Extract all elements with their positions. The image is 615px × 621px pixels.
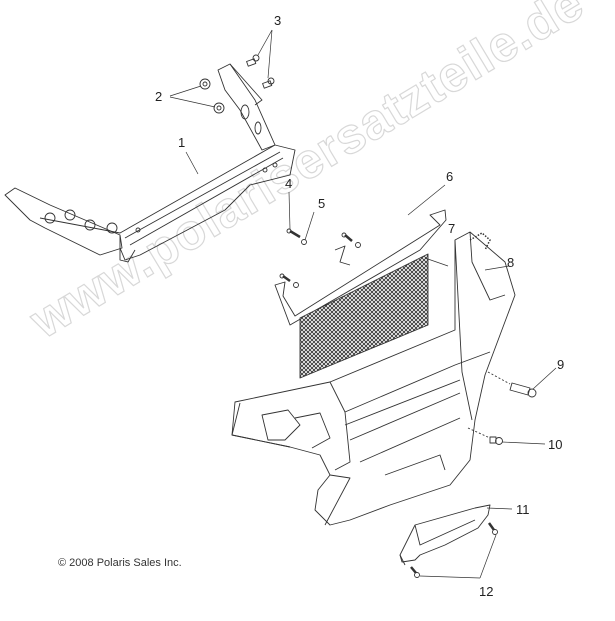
screw-washer-part-4-5 [279,228,361,288]
callout-9: 9 [557,357,565,372]
callout-6: 6 [446,169,454,184]
grille-mounting-bracket-part [274,209,447,326]
callout-10: 10 [548,437,563,452]
callout-1: 1 [178,135,186,150]
callout-7: 7 [448,221,456,236]
callout-3: 3 [274,13,282,28]
screw-part-3 [246,54,275,89]
callout-12: 12 [479,584,494,599]
callout-4: 4 [285,176,293,191]
nut-part-2 [199,78,225,114]
front-frame-bracket-part [4,63,296,263]
front-bumper-part [231,231,516,526]
callout-2: 2 [155,89,163,104]
leader-lines [169,29,557,579]
callout-11: 11 [516,502,530,517]
callout-8: 8 [507,255,515,270]
nut-part-10 [467,427,503,445]
skid-plate-cover-part [399,504,491,566]
callout-5: 5 [318,196,326,211]
copyright-notice: © 2008 Polaris Sales Inc. [58,557,182,569]
bolt-part-9 [487,371,537,398]
mesh-grille-part [299,253,429,379]
screw-part-12 [410,522,498,578]
